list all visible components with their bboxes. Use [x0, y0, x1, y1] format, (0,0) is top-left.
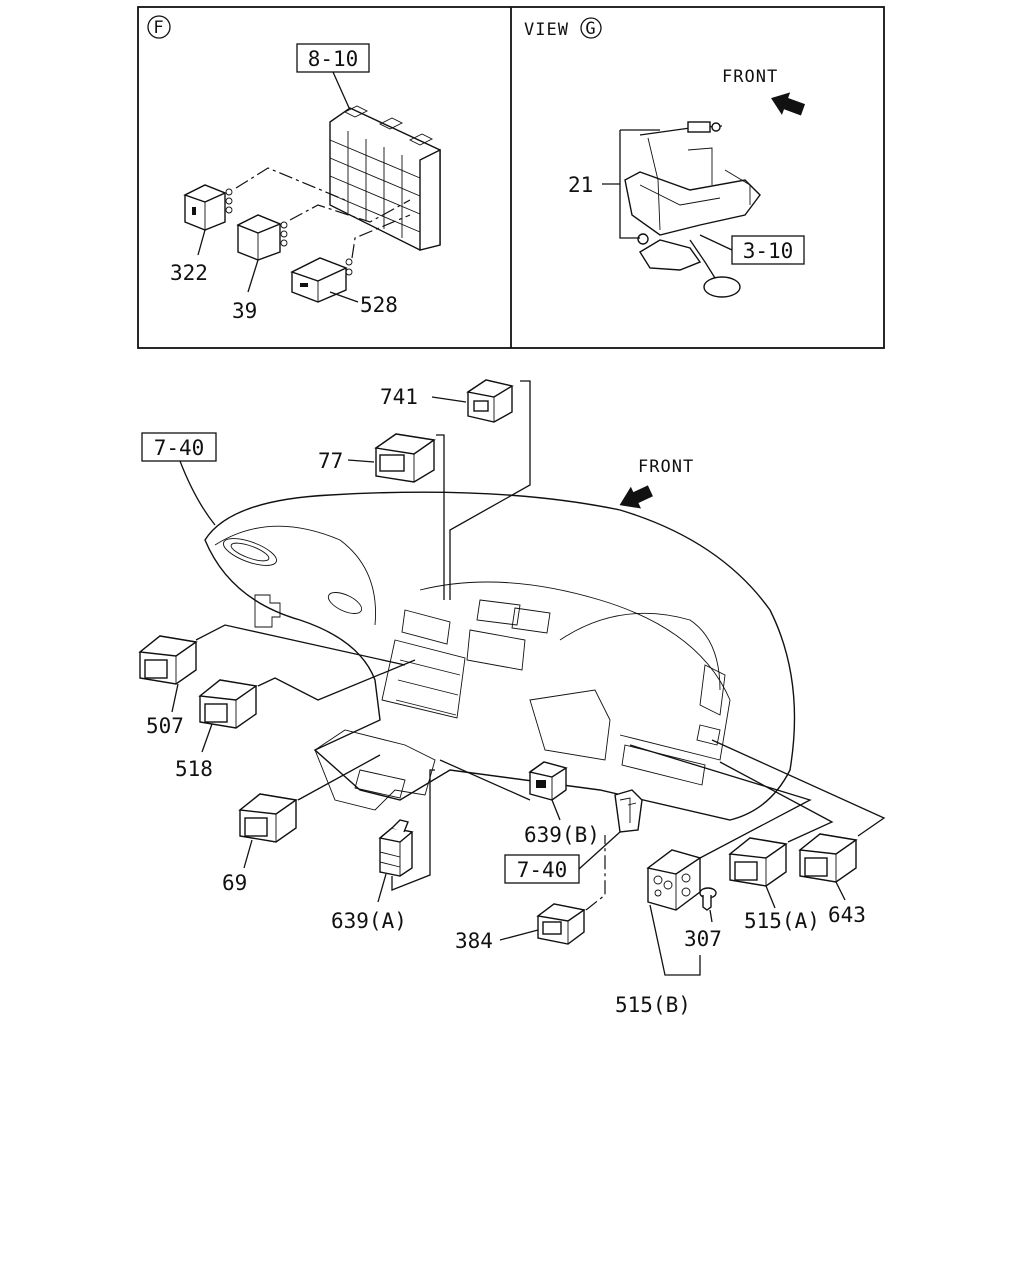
switch-741-icon	[466, 379, 514, 423]
wire-639b	[439, 759, 531, 801]
label-639b: 639(B)	[524, 823, 600, 847]
panel-g-marker-icon: G	[580, 17, 602, 39]
leader-384	[499, 929, 539, 941]
ref-7-40-bottom-label: 7-40	[517, 858, 568, 882]
ref-3-10-box: 3-10	[731, 235, 805, 265]
screw-307-icon	[699, 887, 717, 911]
label-69: 69	[222, 871, 247, 895]
leader-322-dashed	[235, 167, 346, 201]
wire-384-dashed	[585, 835, 606, 911]
view-g-word: VIEW	[524, 20, 569, 40]
label-515a: 515(A)	[744, 909, 820, 933]
leader-639b	[551, 799, 561, 821]
front-label-main: FRONT	[638, 457, 694, 477]
label-639a: 639(A)	[331, 909, 407, 933]
switch-69-icon	[238, 793, 298, 843]
wire-741	[449, 380, 531, 600]
relay-box-icon	[329, 105, 441, 251]
wire-639a	[391, 769, 435, 891]
ref-8-10-label: 8-10	[308, 47, 359, 71]
leader-507	[171, 683, 179, 713]
switch-384-icon	[536, 903, 586, 945]
label-77: 77	[318, 449, 343, 473]
leader-639a	[377, 873, 387, 903]
ref-3-10-label: 3-10	[743, 239, 794, 263]
label-384: 384	[455, 929, 493, 953]
front-arrow-top-icon	[771, 92, 806, 116]
wire-77	[436, 434, 445, 600]
relay-322-icon	[183, 184, 233, 231]
label-307: 307	[684, 927, 722, 951]
bracket-21-leader	[619, 130, 640, 239]
wire-515a	[719, 761, 834, 843]
bracket-icon	[614, 789, 643, 833]
switch-507-icon	[138, 635, 198, 685]
label-518: 518	[175, 757, 213, 781]
switch-515b-icon	[646, 849, 702, 911]
ref-7-40-top-box: 7-40	[141, 432, 217, 462]
label-39: 39	[232, 299, 257, 323]
switch-518-icon	[198, 679, 258, 729]
label-515b: 515(B)	[615, 993, 691, 1017]
ref-7-40-top-leader	[179, 460, 216, 526]
switch-77-icon	[374, 433, 436, 483]
leader-39	[247, 259, 259, 293]
label-322: 322	[170, 261, 208, 285]
leader-39-dashed	[289, 199, 411, 223]
front-label-top: FRONT	[722, 67, 778, 87]
switch-639a-icon	[378, 819, 414, 877]
relay-39-icon	[236, 214, 288, 261]
dashboard-icon	[204, 491, 796, 821]
switch-639b-icon	[528, 761, 568, 801]
wire-643	[711, 739, 886, 837]
pedal-bracket-icon	[624, 121, 761, 298]
leader-69	[243, 839, 253, 869]
ref-3-10-leader	[699, 234, 733, 251]
wire-507	[195, 624, 406, 666]
wire-515b	[629, 744, 812, 859]
leader-77	[347, 459, 375, 463]
leader-515a	[765, 885, 776, 909]
switch-643-icon	[798, 833, 858, 883]
leader-515b	[649, 904, 701, 976]
leader-322	[197, 229, 206, 256]
ref-7-40-bottom-leader	[578, 831, 621, 870]
leader-741	[431, 396, 467, 403]
label-643: 643	[828, 903, 866, 927]
leader-518	[201, 723, 213, 753]
label-528: 528	[360, 293, 398, 317]
label-741: 741	[380, 385, 418, 409]
label-21: 21	[568, 173, 593, 197]
label-507: 507	[146, 714, 184, 738]
ref-8-10-box: 8-10	[296, 43, 370, 73]
leader-528	[329, 291, 359, 303]
panel-f-letter: F	[153, 18, 164, 38]
ref-7-40-top-label: 7-40	[154, 436, 205, 460]
leader-643	[835, 881, 846, 901]
leader-307	[709, 909, 713, 923]
front-arrow-main-icon	[619, 485, 653, 509]
relay-528-icon	[290, 257, 353, 303]
ref-7-40-bottom-box: 7-40	[504, 854, 580, 884]
wire-69	[297, 754, 381, 801]
ref-8-10-leader	[332, 71, 351, 111]
wire-518	[257, 659, 416, 701]
switch-515a-icon	[728, 837, 788, 887]
panel-g-letter: G	[585, 19, 596, 39]
panel-f-marker-icon: F	[147, 15, 171, 39]
leader-528-dashed	[351, 214, 411, 259]
